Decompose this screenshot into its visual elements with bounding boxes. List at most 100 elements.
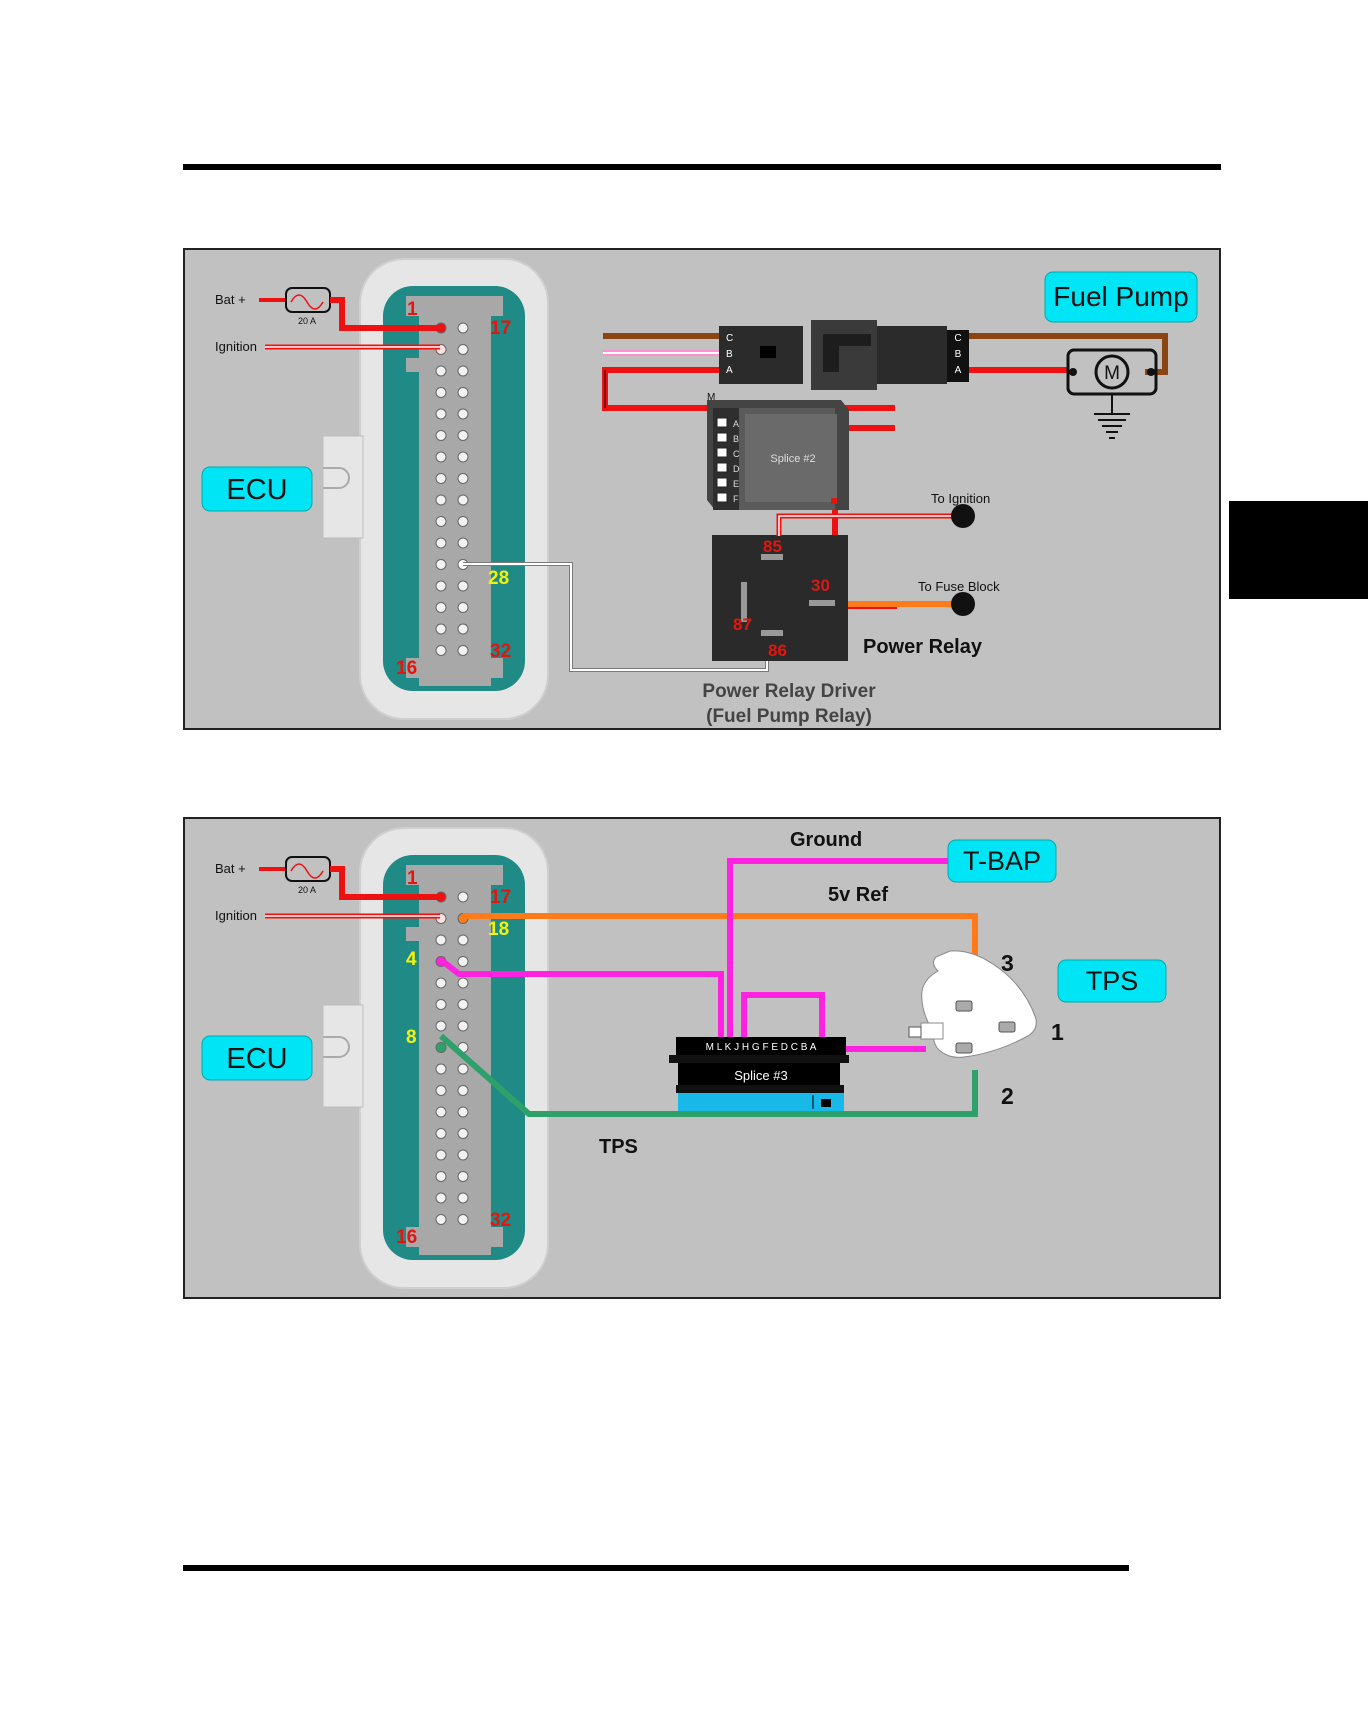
ecu-pin xyxy=(458,1021,468,1031)
ecu-pin xyxy=(436,978,446,988)
relay-87-label: 87 xyxy=(733,615,752,634)
ecu-pin xyxy=(436,474,446,484)
ecu-label: ECU xyxy=(226,474,287,506)
power-relay-label: Power Relay xyxy=(863,636,983,658)
svg-text:A: A xyxy=(726,365,733,376)
ecu-pin xyxy=(458,581,468,591)
ecu-pin xyxy=(458,978,468,988)
splice-3-label: Splice #3 xyxy=(734,1068,787,1083)
driver-label-line1: Power Relay Driver xyxy=(702,681,876,702)
relay-30-label: 30 xyxy=(811,576,830,595)
ecu-pin xyxy=(436,1193,446,1203)
ecu-pin xyxy=(458,603,468,613)
pin-1-label: 1 xyxy=(407,299,418,320)
ecu-pin xyxy=(436,366,446,376)
ecu-pin xyxy=(436,1150,446,1160)
ecu-pin xyxy=(436,581,446,591)
ecu-pin xyxy=(458,1064,468,1074)
tps-pin-3-label: 3 xyxy=(1001,950,1014,976)
ecu-pin xyxy=(436,1172,446,1182)
ecu-pin xyxy=(436,1215,446,1225)
ecu-pin xyxy=(458,409,468,419)
splice-3-pins: M L K J H G F E D C B A xyxy=(706,1042,817,1053)
ignition-label: Ignition xyxy=(215,908,257,923)
tps-pin-1-label: 1 xyxy=(1051,1019,1064,1045)
splice-pin-letter: D xyxy=(733,464,740,474)
ecu-pin xyxy=(436,603,446,613)
splice-pin xyxy=(717,478,727,487)
ecu-pin xyxy=(458,517,468,527)
splice-pin-letter: A xyxy=(733,419,739,429)
splice-pin xyxy=(717,433,727,442)
ecu-pin xyxy=(458,323,468,333)
svg-text:B: B xyxy=(955,349,962,360)
fuel-pump-connector: C B A C B A xyxy=(719,320,969,390)
ecu-pin xyxy=(458,624,468,634)
tbap-label: T-BAP xyxy=(963,846,1041,876)
ecu-pin xyxy=(436,1000,446,1010)
splice-pin-letter: F xyxy=(733,494,739,504)
ecu-pin xyxy=(436,646,446,656)
ecu-pin xyxy=(458,452,468,462)
pin-16-label: 16 xyxy=(396,1227,417,1248)
pin-4-label: 4 xyxy=(406,949,417,970)
pin-8-label: 8 xyxy=(406,1027,417,1048)
to-fuse-block-label: To Fuse Block xyxy=(918,579,1000,594)
ecu-pin xyxy=(436,431,446,441)
ecu-pin xyxy=(436,1086,446,1096)
ecu-pin xyxy=(436,1107,446,1117)
motor-icon: M xyxy=(1104,363,1120,384)
ecu-pin xyxy=(436,1129,446,1139)
ecu-pin xyxy=(436,935,446,945)
svg-text:C: C xyxy=(954,333,961,344)
ecu-pin xyxy=(458,892,468,902)
5v-ref-label: 5v Ref xyxy=(828,884,888,906)
tps-label: TPS xyxy=(1086,966,1139,996)
ecu-pin xyxy=(436,409,446,419)
tps-pin-2-label: 2 xyxy=(1001,1083,1014,1109)
ground-label: Ground xyxy=(790,829,862,851)
ecu-pin xyxy=(458,1086,468,1096)
pin-1-label: 1 xyxy=(407,868,418,889)
bat-label: Bat + xyxy=(215,861,246,876)
ecu-pin xyxy=(458,495,468,505)
ecu-pin xyxy=(436,1043,446,1053)
ecu-pin xyxy=(458,1215,468,1225)
ecu-pin xyxy=(458,431,468,441)
pin-18-label: 18 xyxy=(488,919,509,940)
splice-pin-letter: E xyxy=(733,479,739,489)
splice-pin-letter: C xyxy=(733,449,740,459)
fuse-label: 20 A xyxy=(298,316,316,326)
ecu-label: ECU xyxy=(226,1043,287,1075)
ecu-pin xyxy=(458,474,468,484)
bat-label: Bat + xyxy=(215,292,246,307)
bottom-rule xyxy=(183,1565,1129,1571)
relay-86-label: 86 xyxy=(768,641,787,660)
ecu-pin xyxy=(458,1107,468,1117)
ecu-pin xyxy=(436,1064,446,1074)
ignition-label: Ignition xyxy=(215,339,257,354)
pin-28-label: 28 xyxy=(488,568,509,589)
relay-85-label: 85 xyxy=(763,537,782,556)
tps-diagram: Bat + 20 A Ignition ECU 1 17 18 4 8 16 3… xyxy=(183,817,1221,1299)
fuel-pump-diagram: Bat + 20 A Ignition 1 17 28 16 32 ECU C … xyxy=(183,248,1221,730)
ecu-pin xyxy=(458,388,468,398)
pin-32-label: 32 xyxy=(490,641,511,662)
splice-pin xyxy=(717,418,727,427)
ecu-pin xyxy=(458,1129,468,1139)
ecu-pin xyxy=(458,646,468,656)
ecu-pin xyxy=(436,452,446,462)
splice-pin xyxy=(717,463,727,472)
pin-17-label: 17 xyxy=(490,887,511,908)
ecu-pin xyxy=(458,1000,468,1010)
tps-wire-label: TPS xyxy=(599,1136,638,1158)
ecu-pin xyxy=(436,1021,446,1031)
ecu-pin xyxy=(436,517,446,527)
splice-pin xyxy=(717,493,727,502)
splice-2-label: Splice #2 xyxy=(770,453,815,465)
ecu-pin xyxy=(436,388,446,398)
pin-16-label: 16 xyxy=(396,658,417,679)
driver-label-line2: (Fuel Pump Relay) xyxy=(706,706,872,727)
ecu-pin xyxy=(458,1150,468,1160)
